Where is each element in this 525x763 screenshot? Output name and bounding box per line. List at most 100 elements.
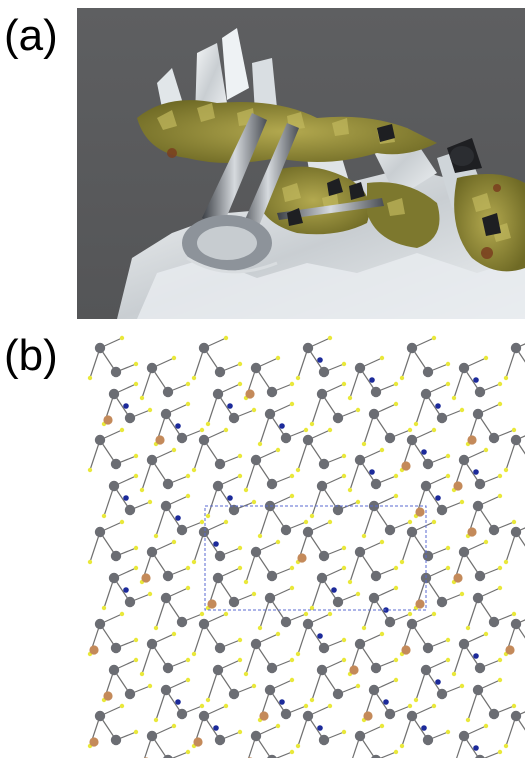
yellow-atom xyxy=(445,637,451,643)
yellow-atom xyxy=(347,487,353,493)
blue-atom xyxy=(123,587,129,593)
bond-line xyxy=(141,459,153,491)
bond-line xyxy=(311,485,323,517)
yellow-atom xyxy=(199,611,205,617)
yellow-atom xyxy=(347,579,353,585)
bond-line xyxy=(259,413,271,445)
yellow-atom xyxy=(237,453,243,459)
yellow-atom xyxy=(251,591,257,597)
bond-line xyxy=(363,413,375,445)
bond-line xyxy=(349,367,361,399)
yellow-atom xyxy=(303,703,309,709)
yellow-atom xyxy=(171,355,177,361)
yellow-atom xyxy=(327,519,333,525)
yellow-atom xyxy=(153,625,159,631)
gray-atom xyxy=(110,734,122,746)
gray-atom xyxy=(198,526,210,538)
gray-atom xyxy=(318,458,330,470)
bond-line xyxy=(415,393,427,425)
yellow-atom xyxy=(503,559,509,565)
yellow-atom xyxy=(327,703,333,709)
yellow-atom xyxy=(185,749,191,755)
yellow-atom xyxy=(407,703,413,709)
yellow-atom xyxy=(407,519,413,525)
yellow-atom xyxy=(497,401,503,407)
gray-atom xyxy=(370,386,382,398)
gray-atom xyxy=(420,388,432,400)
yellow-atom xyxy=(257,441,263,447)
gray-atom xyxy=(110,642,122,654)
gray-atom xyxy=(94,434,106,446)
blue-atom xyxy=(473,745,479,751)
gray-atom xyxy=(458,730,470,742)
yellow-atom xyxy=(275,723,281,729)
yellow-atom xyxy=(431,519,437,525)
gray-atom xyxy=(488,524,500,536)
copper-atom xyxy=(89,737,99,747)
yellow-atom xyxy=(87,559,93,565)
gray-atom xyxy=(266,386,278,398)
yellow-atom xyxy=(379,355,385,361)
copper-atom xyxy=(453,573,463,583)
copper-atom xyxy=(245,389,255,399)
yellow-atom xyxy=(251,499,257,505)
gray-atom xyxy=(198,434,210,446)
gray-atom xyxy=(302,526,314,538)
gray-atom xyxy=(458,546,470,558)
gray-atom xyxy=(472,500,484,512)
yellow-atom xyxy=(237,361,243,367)
yellow-atom xyxy=(445,565,451,571)
gray-atom xyxy=(354,362,366,374)
gray-atom xyxy=(94,342,106,354)
gray-atom xyxy=(214,366,226,378)
gray-atom xyxy=(266,478,278,490)
bond-line xyxy=(363,505,375,537)
yellow-atom xyxy=(497,565,503,571)
gray-atom xyxy=(124,688,136,700)
yellow-atom xyxy=(289,585,295,591)
yellow-atom xyxy=(289,565,295,571)
yellow-atom xyxy=(295,467,301,473)
gray-atom xyxy=(250,362,262,374)
gray-atom xyxy=(354,546,366,558)
yellow-atom xyxy=(379,539,385,545)
gray-atom xyxy=(436,504,448,516)
yellow-atom xyxy=(459,407,465,413)
yellow-atom xyxy=(237,657,243,663)
gray-atom xyxy=(510,526,522,538)
yellow-atom xyxy=(459,683,465,689)
blue-atom xyxy=(279,423,285,429)
gray-atom xyxy=(160,500,172,512)
gray-atom xyxy=(302,342,314,354)
gray-atom xyxy=(264,408,276,420)
yellow-atom xyxy=(431,335,437,341)
gray-atom xyxy=(354,730,366,742)
yellow-atom xyxy=(185,493,191,499)
yellow-atom xyxy=(289,381,295,387)
bond-line xyxy=(505,439,517,471)
yellow-atom xyxy=(289,473,295,479)
yellow-atom xyxy=(133,453,139,459)
gray-atom xyxy=(146,546,158,558)
gray-atom xyxy=(176,708,188,720)
yellow-atom xyxy=(295,375,301,381)
blue-atom xyxy=(175,699,181,705)
yellow-atom xyxy=(445,361,451,367)
blue-atom xyxy=(435,403,441,409)
yellow-atom xyxy=(379,723,385,729)
yellow-atom xyxy=(289,749,295,755)
yellow-atom xyxy=(451,671,457,677)
gray-atom xyxy=(176,524,188,536)
yellow-atom xyxy=(503,743,509,749)
yellow-atom xyxy=(503,375,509,381)
yellow-atom xyxy=(257,533,263,539)
bond-line xyxy=(349,551,361,583)
gray-atom xyxy=(368,592,380,604)
unit-cell-outline xyxy=(204,505,427,611)
bond-line xyxy=(155,505,167,537)
gray-atom xyxy=(302,710,314,722)
gray-atom xyxy=(198,710,210,722)
yellow-atom xyxy=(361,625,367,631)
gray-atom xyxy=(316,388,328,400)
bond-line xyxy=(297,439,309,471)
